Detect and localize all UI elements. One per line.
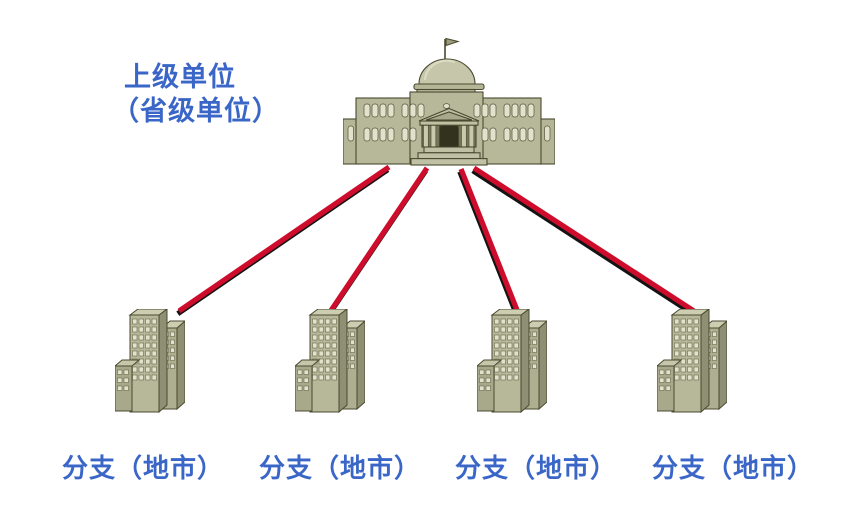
branch-label-2: 分支（地市）	[258, 453, 421, 483]
branch-building-1	[115, 309, 185, 413]
branch-label-4: 分支（地市）	[651, 453, 814, 483]
connector-hq-branch-3	[458, 168, 520, 311]
hq-label-line1: 上级单位	[124, 62, 236, 92]
connector-hq-branch-4	[472, 165, 696, 314]
connector-hq-branch-1	[177, 164, 391, 314]
branch-building-3	[477, 309, 547, 413]
flag-icon	[444, 37, 460, 59]
door	[438, 124, 460, 148]
steps	[410, 146, 488, 166]
government-building-icon	[343, 37, 555, 166]
branch-building-4	[657, 309, 727, 413]
branch-building-2	[295, 309, 365, 413]
branch-label-1: 分支（地市）	[61, 453, 224, 483]
hq-label: 上级单位 （省级单位）	[112, 60, 280, 128]
connector-shadows	[176, 167, 695, 317]
connector-hq-branch-2	[327, 166, 430, 314]
branch-label-3: 分支（地市）	[454, 453, 617, 483]
hq-label-line2: （省级单位）	[112, 96, 280, 126]
